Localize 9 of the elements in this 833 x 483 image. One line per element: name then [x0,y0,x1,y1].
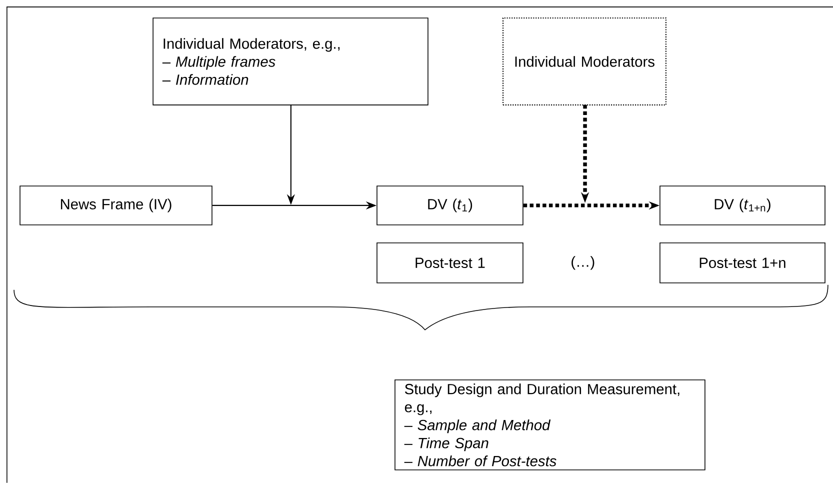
text-box: Individual Moderators [502,18,666,106]
ellipsis-label: (…) [572,256,594,270]
text-box: Post-test 1+n [660,242,826,284]
text-box: Post-test 1 [376,242,524,284]
text-box: Individual Moderators, e.g., – Multiple frames – Information [152,18,428,106]
text-box: Study Design and Duration Measurement, e.g., – Sample and Method – Time Span – Number of Post-tests [394,380,706,470]
text-box: News Frame (IV) [20,186,212,226]
text-box: DV (t$_{1+n}$) [660,186,826,226]
text-box: DV (t$_{1}$) [376,186,524,226]
